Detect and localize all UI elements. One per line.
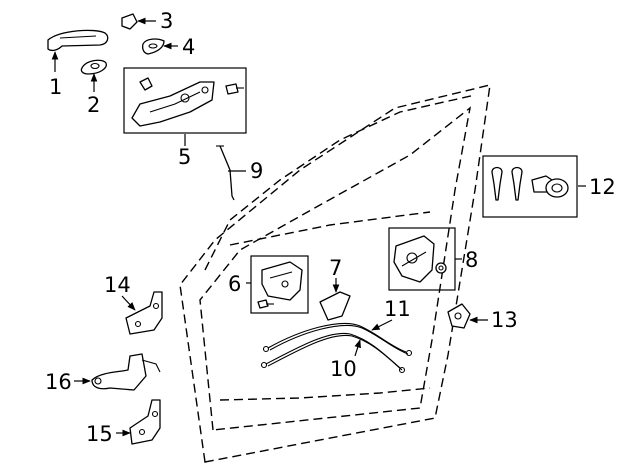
part-12-box [482,155,578,218]
callout-labels: 1 2 3 4 5 6 7 8 9 10 11 12 13 14 15 16 [45,9,616,446]
callout-1: 1 [49,75,62,99]
callout-14: 14 [104,273,131,297]
callout-6: 6 [228,272,241,296]
door-check-part[interactable] [91,353,161,391]
callout-2: 2 [87,93,100,117]
lock-cable-part[interactable] [262,322,413,357]
outside-handle-part[interactable] [47,29,109,52]
upper-hinge-part[interactable] [125,291,163,335]
door-outline [179,84,491,463]
handle-pad-rear-part[interactable] [142,38,165,55]
handle-pad-part[interactable] [80,59,107,75]
door-lock-base-part[interactable] [257,261,303,309]
callout-7: 7 [329,256,342,280]
key-cylinder-set-part[interactable] [491,166,569,201]
callout-10: 10 [330,357,357,381]
callout-9: 9 [250,159,263,183]
callout-3: 3 [160,9,173,33]
callout-8: 8 [465,248,478,272]
door-lock-assembly-part[interactable] [393,235,447,283]
handle-frame-assembly-part[interactable] [131,77,244,127]
lower-hinge-part[interactable] [129,399,161,445]
callout-5: 5 [178,145,191,169]
leader-lines [51,17,586,437]
part-6-box [250,255,309,314]
lock-protector-part[interactable] [319,291,351,321]
lock-rod-part[interactable] [216,145,235,201]
door-striker-part[interactable] [447,303,471,329]
callout-16: 16 [45,370,72,394]
callout-13: 13 [491,308,518,332]
callout-11: 11 [384,297,411,321]
callout-12: 12 [589,175,616,199]
callout-15: 15 [86,422,113,446]
part-5-box [123,67,247,134]
handle-cap-part[interactable] [121,13,138,30]
remote-cable-part[interactable] [260,332,406,374]
callout-4: 4 [182,35,195,59]
